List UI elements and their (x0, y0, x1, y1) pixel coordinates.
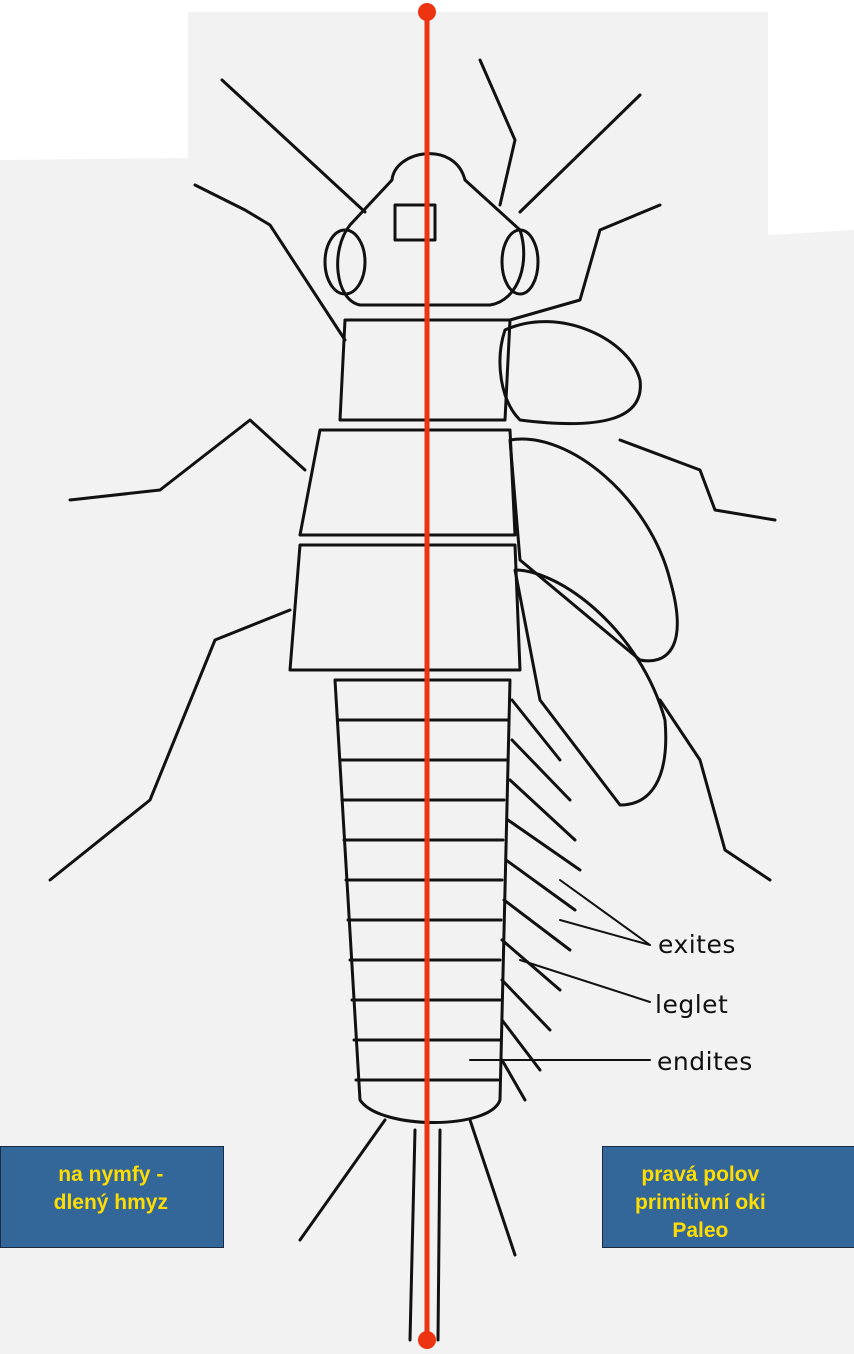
divider-top-dot (418, 3, 436, 21)
label-exites: exites (658, 930, 736, 959)
caption-left-line2: dlený hmyz (54, 1189, 168, 1217)
caption-left-line1: na nymfy - (54, 1161, 168, 1189)
caption-right-line3: Paleo (635, 1217, 766, 1245)
caption-right-line2: primitivní oki (635, 1189, 766, 1217)
label-endites: endites (657, 1047, 753, 1076)
caption-right-line1: pravá polov (635, 1161, 766, 1189)
caption-left: na nymfy - dlený hmyz (0, 1146, 224, 1248)
divider-bottom-dot (418, 1331, 436, 1349)
label-leglet: leglet (655, 990, 728, 1019)
caption-right: pravá polov primitivní oki Paleo (602, 1146, 854, 1248)
